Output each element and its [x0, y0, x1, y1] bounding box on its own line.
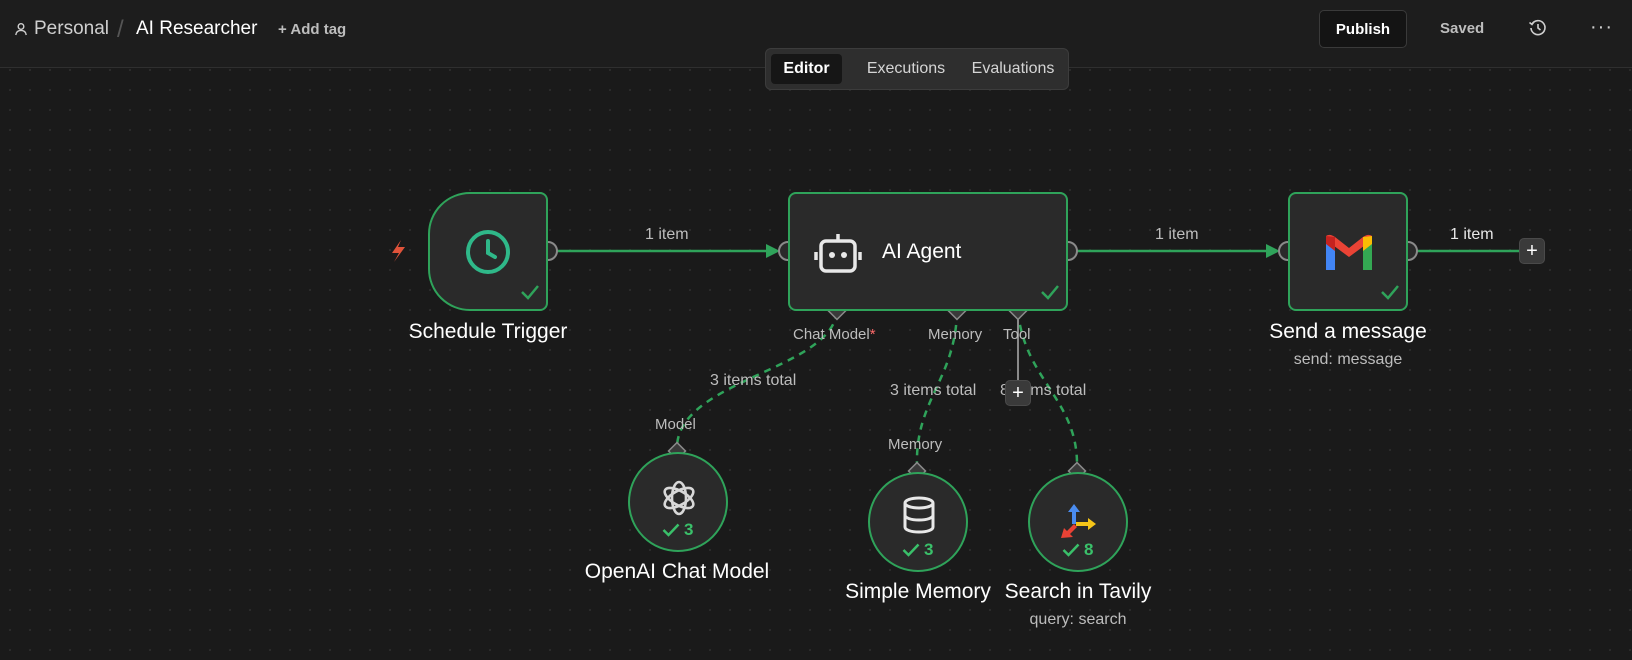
- more-options-icon[interactable]: ···: [1590, 16, 1613, 38]
- edge-chat-model[interactable]: [675, 311, 839, 447]
- history-icon[interactable]: [1528, 18, 1548, 38]
- schedule-trigger-label: Schedule Trigger: [408, 320, 568, 343]
- database-icon: [903, 496, 935, 534]
- edge-arrow-gmail: [1266, 244, 1280, 258]
- workflow-title[interactable]: AI Researcher: [136, 18, 258, 39]
- trigger-bolt-icon[interactable]: [392, 240, 405, 262]
- edge-label-chat-model-total: 3 items total: [710, 372, 797, 389]
- clock-icon: [466, 230, 510, 274]
- node-schedule-trigger[interactable]: [428, 192, 548, 311]
- search-tavily-label: Search in Tavily: [1004, 580, 1152, 603]
- port-label-model-in: Model: [655, 416, 696, 433]
- send-message-subtitle: send: message: [1293, 351, 1403, 368]
- tavily-icon: [1061, 504, 1096, 538]
- port-label-memory-in: Memory: [888, 436, 943, 453]
- node-simple-memory[interactable]: 3: [868, 472, 968, 572]
- node-ai-agent[interactable]: [788, 192, 1068, 311]
- search-tavily-subtitle: query: search: [1029, 611, 1127, 628]
- node-send-message[interactable]: [1288, 192, 1408, 311]
- gmail-icon: [1326, 234, 1372, 270]
- tab-evaluations[interactable]: Evaluations: [971, 60, 1055, 77]
- robot-icon: [814, 234, 862, 273]
- success-check-icon: [1041, 285, 1059, 300]
- node-search-tavily[interactable]: 8: [1028, 472, 1128, 572]
- node-openai-chat-model[interactable]: 3: [628, 452, 728, 552]
- run-count: 3: [662, 520, 693, 540]
- openai-icon: [663, 480, 695, 516]
- edge-tool[interactable]: [1016, 311, 1079, 467]
- port-label-tool: Tool: [1003, 326, 1031, 343]
- user-icon: [15, 23, 27, 36]
- tab-executions[interactable]: Executions: [866, 60, 946, 77]
- workspace-label: Personal: [34, 18, 109, 39]
- breadcrumb-workspace[interactable]: Personal: [14, 18, 109, 40]
- breadcrumb-separator: /: [117, 16, 124, 43]
- port-label-memory: Memory: [928, 326, 983, 343]
- edge-label-trigger-agent: 1 item: [645, 226, 689, 243]
- run-count: 3: [902, 540, 933, 560]
- success-check-icon: [902, 543, 920, 557]
- view-tabs: Editor Executions Evaluations: [765, 48, 1069, 90]
- publish-button[interactable]: Publish: [1319, 10, 1407, 48]
- success-check-icon: [1381, 285, 1399, 300]
- add-node-button[interactable]: +: [1519, 238, 1545, 264]
- success-check-icon: [662, 523, 680, 537]
- add-tool-button[interactable]: +: [1005, 380, 1031, 406]
- success-check-icon: [521, 285, 539, 300]
- edge-label-gmail-out: 1 item: [1450, 226, 1494, 243]
- success-check-icon: [1062, 543, 1080, 557]
- edge-memory[interactable]: [915, 311, 959, 467]
- edge-label-memory-total: 3 items total: [890, 382, 977, 399]
- send-message-label: Send a message: [1269, 320, 1427, 343]
- run-count: 8: [1062, 540, 1093, 560]
- save-status: Saved: [1440, 20, 1485, 37]
- openai-chat-model-label: OpenAI Chat Model: [584, 560, 770, 583]
- tab-editor[interactable]: Editor: [771, 54, 842, 84]
- edge-arrow-agent: [766, 244, 780, 258]
- port-label-chat-model: Chat Model*: [793, 326, 876, 343]
- edge-label-agent-gmail: 1 item: [1155, 226, 1199, 243]
- simple-memory-label: Simple Memory: [845, 580, 991, 603]
- ai-agent-label: AI Agent: [882, 240, 962, 263]
- add-tag-button[interactable]: + Add tag: [278, 21, 347, 38]
